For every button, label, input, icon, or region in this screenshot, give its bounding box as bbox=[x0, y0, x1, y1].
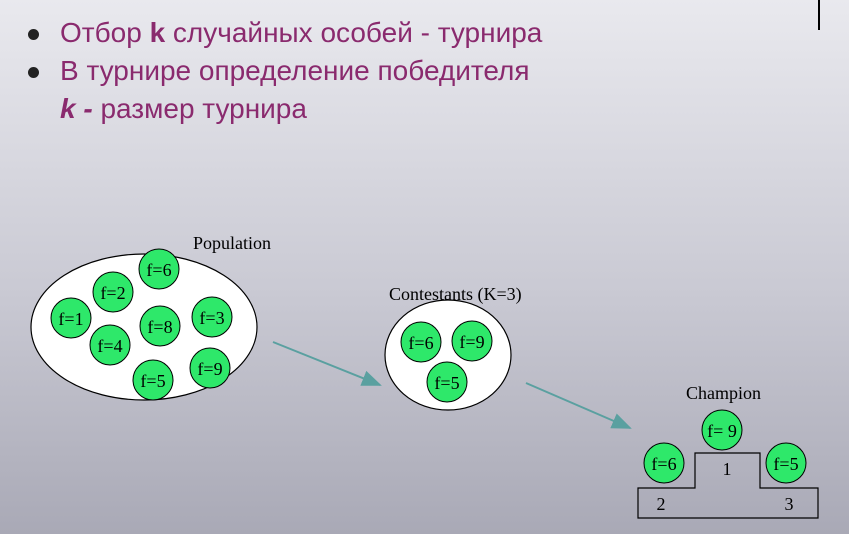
token-label: f=8 bbox=[147, 317, 172, 337]
champion-token-second: f=6 bbox=[643, 442, 685, 484]
population-token: f=3 bbox=[191, 296, 233, 338]
population-token: f=9 bbox=[189, 347, 231, 389]
token-label: f=5 bbox=[434, 373, 459, 393]
contestants-label: Contestants (K=3) bbox=[389, 284, 522, 305]
population-token: f=4 bbox=[89, 324, 131, 366]
population-token: f=8 bbox=[139, 305, 181, 347]
podium bbox=[637, 452, 819, 519]
arrow-contestants-to-champion bbox=[525, 382, 632, 429]
bullet-1-k: k bbox=[149, 17, 166, 48]
token-label: f=9 bbox=[459, 332, 484, 352]
token-label: f=1 bbox=[58, 309, 83, 329]
population-token: f=5 bbox=[132, 359, 174, 401]
podium-place-1: 1 bbox=[723, 459, 732, 479]
token-label: f=3 bbox=[199, 308, 224, 328]
slide-edge-line bbox=[818, 0, 820, 30]
champion-label: Champion bbox=[686, 383, 761, 403]
token-label: f=9 bbox=[197, 359, 222, 379]
bullet-list: Отбор k случайных особей - турнира В тур… bbox=[28, 14, 542, 128]
token-label: f= 9 bbox=[707, 421, 737, 441]
token-label: f=6 bbox=[146, 260, 171, 280]
champion-token-third: f=5 bbox=[765, 442, 807, 484]
bullet-dot-icon bbox=[28, 29, 39, 40]
population-label: Population bbox=[193, 233, 271, 253]
bullet-2-rest: размер турнира bbox=[100, 93, 307, 124]
arrow-population-to-contestants bbox=[272, 341, 382, 386]
podium-place-2: 2 bbox=[657, 494, 666, 514]
contestant-token: f=9 bbox=[451, 320, 493, 362]
population-token: f=1 bbox=[50, 297, 92, 339]
bullet-2-dash: - bbox=[75, 93, 101, 124]
token-label: f=4 bbox=[97, 336, 122, 356]
population-token: f=6 bbox=[138, 248, 180, 290]
bullet-dot-icon bbox=[28, 67, 39, 78]
contestant-token: f=6 bbox=[400, 321, 442, 363]
bullet-2-line1: В турнире определение победителя bbox=[60, 55, 530, 86]
token-label: f=2 bbox=[100, 283, 125, 303]
token-label: f=6 bbox=[651, 454, 676, 474]
bullet-item-2: В турнире определение победителя k - раз… bbox=[28, 52, 542, 128]
bullet-2-k: k bbox=[60, 93, 76, 124]
bullet-item-1: Отбор k случайных особей - турнира bbox=[28, 14, 542, 52]
token-label: f=6 bbox=[408, 333, 433, 353]
contestant-token: f=5 bbox=[426, 361, 468, 403]
bullet-1-post: случайных особей - турнира bbox=[165, 17, 543, 48]
token-label: f=5 bbox=[140, 371, 165, 391]
population-token: f=2 bbox=[92, 271, 134, 313]
champion-token-first: f= 9 bbox=[701, 409, 743, 451]
token-label: f=5 bbox=[773, 454, 798, 474]
bullet-1-pre: Отбор bbox=[60, 17, 150, 48]
bullet-2-line2: k - размер турнира bbox=[60, 90, 542, 128]
podium-place-3: 3 bbox=[785, 494, 794, 514]
